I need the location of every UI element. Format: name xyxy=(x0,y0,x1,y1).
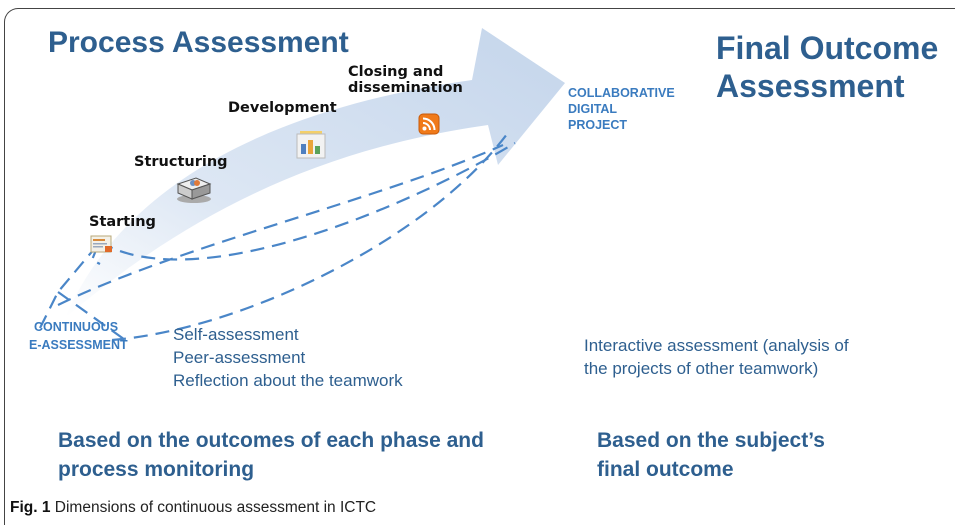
continuous-eassessment-line2: E-ASSESSMENT xyxy=(29,338,128,352)
method-self-assessment: Self-assessment xyxy=(173,325,299,344)
process-basis-line2: process monitoring xyxy=(58,458,255,481)
rss-icon xyxy=(418,113,440,140)
phase-starting: Starting xyxy=(89,214,156,230)
progress-arrow xyxy=(65,28,565,318)
figure-caption: Fig. 1 Dimensions of continuous assessme… xyxy=(10,499,376,517)
phase-structuring: Structuring xyxy=(134,154,228,170)
collaborative-project-line1: COLLABORATIVE xyxy=(568,86,675,100)
document-icon xyxy=(89,232,115,261)
process-assessment-title: Process Assessment xyxy=(48,26,349,59)
final-basis-line1: Based on the subject’s xyxy=(597,429,825,452)
method-peer-assessment: Peer-assessment xyxy=(173,348,306,367)
continuous-eassessment-line1: CONTINUOUS xyxy=(34,320,119,334)
caption-label: Fig. 1 xyxy=(10,499,51,516)
box-icon xyxy=(174,172,214,209)
interactive-assessment-line1: Interactive assessment (analysis of xyxy=(584,336,849,355)
final-outcome-title-line2: Assessment xyxy=(716,68,905,104)
final-basis-line2: final outcome xyxy=(597,458,734,481)
interactive-assessment-line2: the projects of other teamwork) xyxy=(584,359,819,378)
phase-development: Development xyxy=(228,100,337,116)
figure-frame xyxy=(4,8,955,525)
final-outcome-title-line1: Final Outcome xyxy=(716,30,939,66)
phase-closing-line2: dissemination xyxy=(348,80,463,96)
phase-closing-line1: Closing and xyxy=(348,64,444,80)
method-reflection-teamwork: Reflection about the teamwork xyxy=(173,371,403,390)
process-basis-line1: Based on the outcomes of each phase and xyxy=(58,429,484,452)
caption-text: Dimensions of continuous assessment in I… xyxy=(50,499,377,516)
collaborative-project-line2: DIGITAL xyxy=(568,102,618,116)
collaborative-project-line3: PROJECT xyxy=(568,118,628,132)
presentation-icon xyxy=(295,128,329,167)
